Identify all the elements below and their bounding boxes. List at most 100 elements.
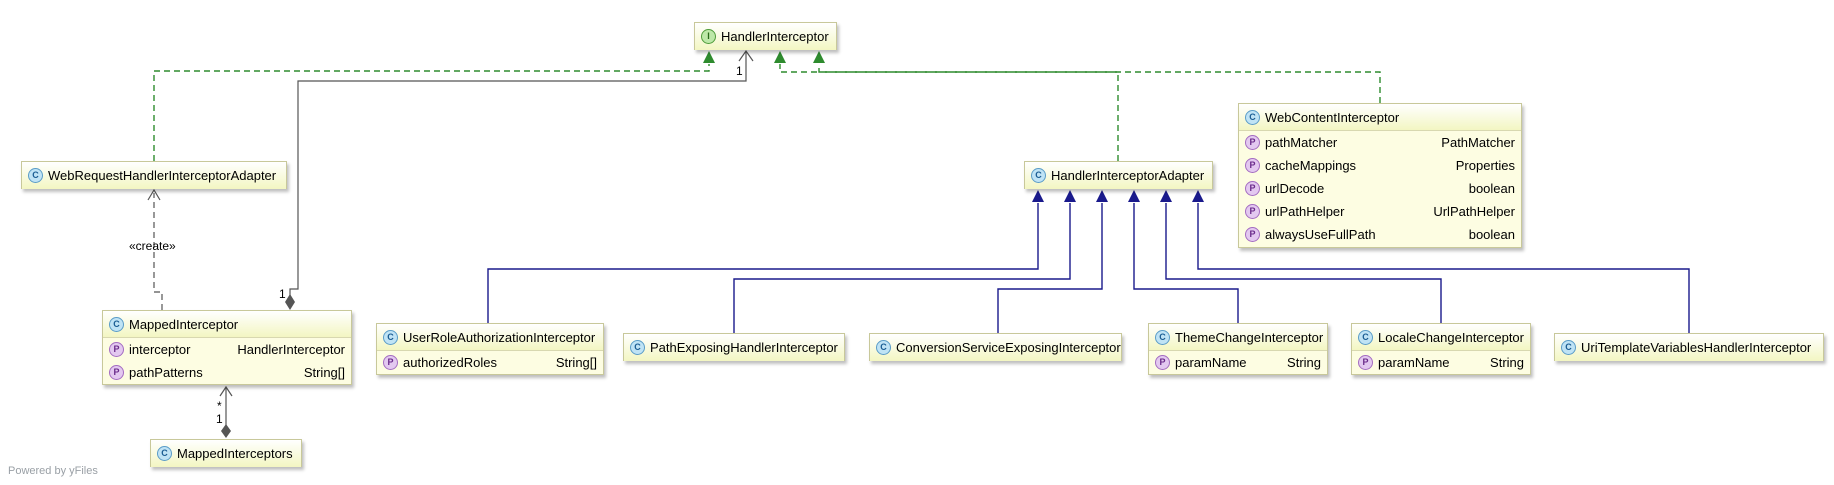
dependency-edge bbox=[153, 193, 163, 310]
node-title: ThemeChangeInterceptor bbox=[1175, 329, 1324, 345]
create-stereotype-label: «create» bbox=[129, 239, 176, 253]
field-name: pathPatterns bbox=[129, 365, 203, 380]
multiplicity-label: 1 bbox=[279, 287, 286, 301]
node-title: ConversionServiceExposingInterceptor bbox=[896, 340, 1121, 355]
class-icon: C bbox=[1561, 340, 1576, 355]
inheritance-edge bbox=[997, 203, 1103, 333]
association-open-arrowhead bbox=[738, 49, 754, 62]
realization-arrowhead bbox=[774, 51, 786, 63]
final-class-icon: C bbox=[109, 316, 124, 332]
class-icon: C bbox=[630, 340, 645, 355]
inheritance-arrowhead bbox=[1032, 190, 1044, 202]
field-row: P pathMatcher PathMatcher bbox=[1239, 131, 1521, 154]
handler-interceptor-node[interactable]: I HandlerInterceptor bbox=[694, 22, 837, 50]
field-icon: P bbox=[1358, 355, 1373, 370]
field-name: interceptor bbox=[129, 342, 191, 357]
path-exposing-handler-interceptor-node[interactable]: C PathExposingHandlerInterceptor bbox=[623, 333, 845, 361]
class-icon: C bbox=[28, 168, 43, 183]
field-row: P urlDecode boolean bbox=[1239, 177, 1521, 200]
field-name: paramName bbox=[1175, 355, 1247, 370]
inheritance-arrowhead bbox=[1128, 190, 1140, 202]
field-icon: P bbox=[383, 355, 398, 370]
uri-template-variables-handler-interceptor-node[interactable]: C UriTemplateVariablesHandlerInterceptor bbox=[1554, 333, 1824, 361]
web-content-interceptor-node[interactable]: C WebContentInterceptor P pathMatcher Pa… bbox=[1238, 103, 1522, 248]
class-icon: C bbox=[1245, 109, 1260, 125]
field-name: cacheMappings bbox=[1265, 158, 1357, 173]
inheritance-edge bbox=[1165, 203, 1442, 323]
node-title: UriTemplateVariablesHandlerInterceptor bbox=[1581, 340, 1812, 355]
inheritance-edge bbox=[1197, 203, 1690, 333]
field-type: boolean bbox=[1468, 227, 1515, 242]
composition-diamond bbox=[285, 294, 295, 310]
class-icon: C bbox=[1358, 329, 1373, 345]
inheritance-edges bbox=[487, 203, 1690, 333]
field-row: P paramName String bbox=[1149, 351, 1327, 374]
inheritance-arrowhead bbox=[1096, 190, 1108, 202]
realization-edges bbox=[153, 64, 1381, 161]
node-title: MappedInterceptors bbox=[177, 446, 293, 461]
web-request-handler-interceptor-adapter-node[interactable]: C WebRequestHandlerInterceptorAdapter bbox=[21, 161, 287, 189]
multiplicity-label: * bbox=[217, 399, 222, 413]
mapped-interceptors-node[interactable]: C MappedInterceptors bbox=[150, 439, 302, 467]
field-type: String[] bbox=[303, 365, 345, 380]
node-title: HandlerInterceptorAdapter bbox=[1051, 168, 1205, 183]
field-icon: P bbox=[109, 342, 124, 357]
field-row: P paramName String bbox=[1352, 351, 1530, 374]
theme-change-interceptor-node[interactable]: C ThemeChangeInterceptor P paramName Str… bbox=[1148, 323, 1328, 375]
field-row: P pathPatterns String[] bbox=[103, 361, 351, 384]
field-row: P cacheMappings Properties bbox=[1239, 154, 1521, 177]
interface-icon: I bbox=[701, 29, 716, 44]
field-icon: P bbox=[1245, 181, 1260, 196]
field-row: P alwaysUseFullPath boolean bbox=[1239, 223, 1521, 246]
class-icon: C bbox=[1155, 329, 1170, 345]
field-icon: P bbox=[1155, 355, 1170, 370]
node-title: UserRoleAuthorizationInterceptor bbox=[403, 329, 596, 345]
powered-by-footer: Powered by yFiles bbox=[8, 465, 98, 477]
field-row: P interceptor HandlerInterceptor bbox=[103, 338, 351, 361]
multiplicity-label: 1 bbox=[736, 64, 743, 78]
field-icon: P bbox=[1245, 204, 1260, 219]
field-name: alwaysUseFullPath bbox=[1265, 227, 1376, 242]
node-title: HandlerInterceptor bbox=[721, 29, 829, 44]
locale-change-interceptor-node[interactable]: C LocaleChangeInterceptor P paramName St… bbox=[1351, 323, 1531, 375]
node-title: MappedInterceptor bbox=[129, 316, 239, 332]
field-type: Properties bbox=[1455, 158, 1515, 173]
inheritance-arrowhead bbox=[1192, 190, 1204, 202]
field-type: PathMatcher bbox=[1441, 135, 1515, 150]
inheritance-edge bbox=[733, 203, 1071, 333]
inheritance-edge bbox=[487, 203, 1039, 323]
user-role-authorization-interceptor-node[interactable]: C UserRoleAuthorizationInterceptor P aut… bbox=[376, 323, 604, 375]
edge-arrowheads bbox=[221, 51, 1204, 438]
node-title: WebRequestHandlerInterceptorAdapter bbox=[48, 168, 277, 183]
field-name: pathMatcher bbox=[1265, 135, 1338, 150]
class-icon: C bbox=[157, 446, 172, 461]
field-type: String bbox=[1287, 355, 1321, 370]
realization-edge bbox=[818, 64, 1381, 103]
class-icon: C bbox=[383, 329, 398, 345]
node-title: LocaleChangeInterceptor bbox=[1378, 329, 1524, 345]
association-open-arrowhead bbox=[219, 385, 233, 397]
field-row: P urlPathHelper UrlPathHelper bbox=[1239, 200, 1521, 223]
field-icon: P bbox=[1245, 227, 1260, 242]
field-row: P authorizedRoles String[] bbox=[377, 351, 603, 374]
field-type: String bbox=[1490, 355, 1524, 370]
field-icon: P bbox=[1245, 158, 1260, 173]
inheritance-arrowhead bbox=[1064, 190, 1076, 202]
field-name: urlDecode bbox=[1265, 181, 1325, 196]
handler-interceptor-adapter-node[interactable]: C HandlerInterceptorAdapter bbox=[1024, 161, 1213, 189]
mapped-interceptor-node[interactable]: C MappedInterceptor P interceptor Handle… bbox=[102, 310, 352, 385]
association-edge bbox=[289, 52, 747, 300]
field-icon: P bbox=[1245, 135, 1260, 150]
dependency-open-arrowhead bbox=[147, 188, 161, 201]
class-icon: C bbox=[876, 340, 891, 355]
field-name: authorizedRoles bbox=[403, 355, 497, 370]
node-title: PathExposingHandlerInterceptor bbox=[650, 340, 838, 355]
composition-diamond bbox=[221, 424, 231, 438]
realization-edge bbox=[779, 64, 1119, 161]
conversion-service-exposing-interceptor-node[interactable]: C ConversionServiceExposingInterceptor bbox=[869, 333, 1122, 361]
abstract-class-icon: C bbox=[1031, 168, 1046, 183]
node-title: WebContentInterceptor bbox=[1265, 109, 1400, 125]
realization-edge bbox=[153, 64, 710, 161]
field-type: HandlerInterceptor bbox=[237, 342, 345, 357]
